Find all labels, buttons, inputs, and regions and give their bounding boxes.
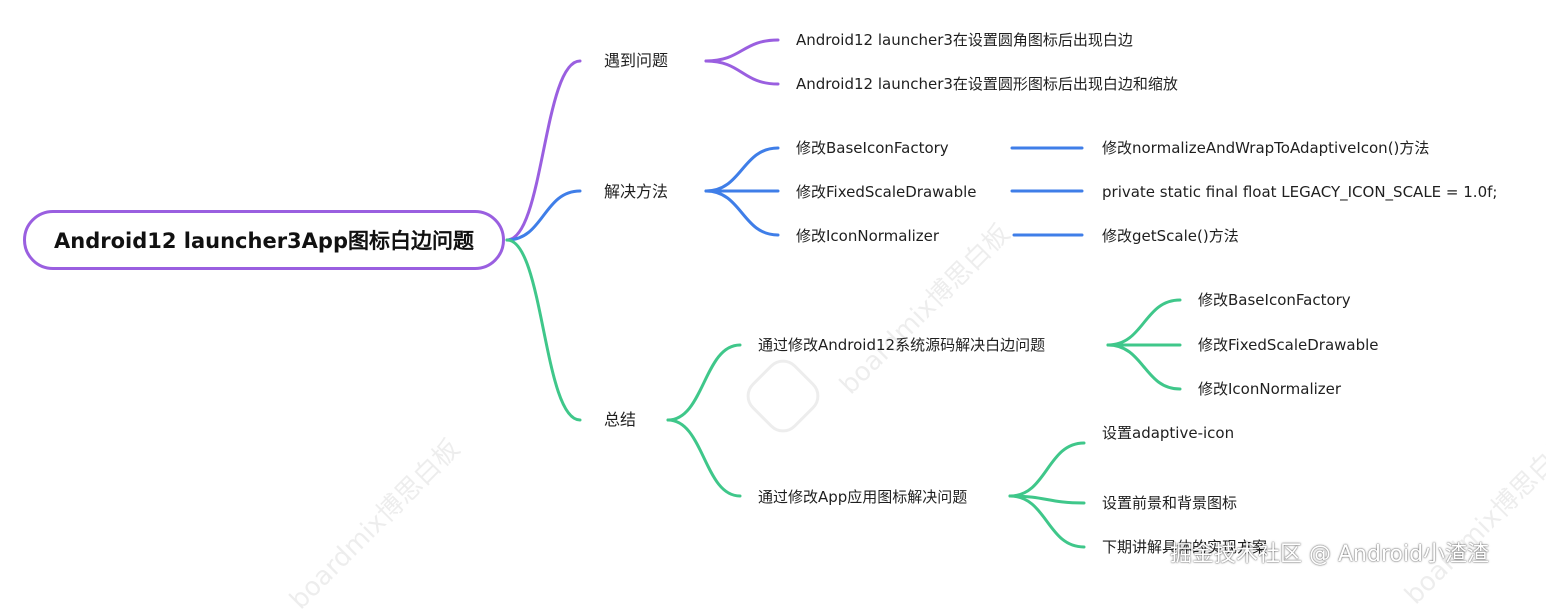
connector-summary-subitem	[1008, 494, 1086, 549]
connector-summary-item	[666, 343, 742, 422]
branch-problem[interactable]: 遇到问题	[604, 51, 669, 70]
connector-root-problem	[505, 59, 582, 242]
summary-item[interactable]: 通过修改Android12系统源码解决白边问题	[758, 336, 1046, 354]
mindmap-connectors	[505, 38, 1182, 549]
solution-item[interactable]: 修改IconNormalizer	[796, 227, 940, 245]
problem-item[interactable]: Android12 launcher3在设置圆角图标后出现白边	[796, 31, 1133, 49]
connector-problem-item	[704, 38, 780, 63]
solution-detail[interactable]: private static final float LEGACY_ICON_S…	[1102, 183, 1498, 201]
problem-item[interactable]: Android12 launcher3在设置圆形图标后出现白边和缩放	[796, 75, 1178, 93]
connector-summary-subitem	[1008, 441, 1086, 498]
summary-subitem[interactable]: 修改FixedScaleDrawable	[1198, 336, 1379, 354]
branch-summary[interactable]: 总结	[604, 410, 637, 429]
connector-problem-item	[704, 59, 780, 86]
summary-subitem[interactable]: 设置前景和背景图标	[1102, 494, 1238, 512]
connector-root-solution	[505, 189, 582, 242]
connector-solution-item	[704, 146, 780, 193]
connector-summary-subitem	[1106, 298, 1182, 347]
root-topic[interactable]: Android12 launcher3App图标白边问题	[23, 210, 505, 270]
summary-subitem[interactable]: 修改BaseIconFactory	[1198, 291, 1351, 309]
connector-summary-subitem	[1106, 343, 1182, 391]
branch-solution[interactable]: 解决方法	[604, 182, 669, 201]
solution-item[interactable]: 修改BaseIconFactory	[796, 139, 949, 157]
footer-watermark: 掘金技术社区 @ Android小渣渣	[1170, 542, 1490, 567]
solution-detail[interactable]: 修改getScale()方法	[1102, 227, 1239, 245]
solution-item[interactable]: 修改FixedScaleDrawable	[796, 183, 977, 201]
connector-root-summary	[505, 238, 582, 422]
summary-subitem[interactable]: 下期讲解具体的实现方案	[1102, 538, 1268, 556]
summary-subitem[interactable]: 修改IconNormalizer	[1198, 380, 1342, 398]
solution-detail[interactable]: 修改normalizeAndWrapToAdaptiveIcon()方法	[1102, 139, 1430, 157]
connector-solution-item	[704, 189, 780, 237]
summary-subitem[interactable]: 设置adaptive-icon	[1102, 424, 1235, 442]
connector-summary-item	[666, 418, 742, 498]
root-topic-label: Android12 launcher3App图标白边问题	[54, 229, 474, 253]
summary-item[interactable]: 通过修改App应用图标解决问题	[758, 488, 968, 506]
